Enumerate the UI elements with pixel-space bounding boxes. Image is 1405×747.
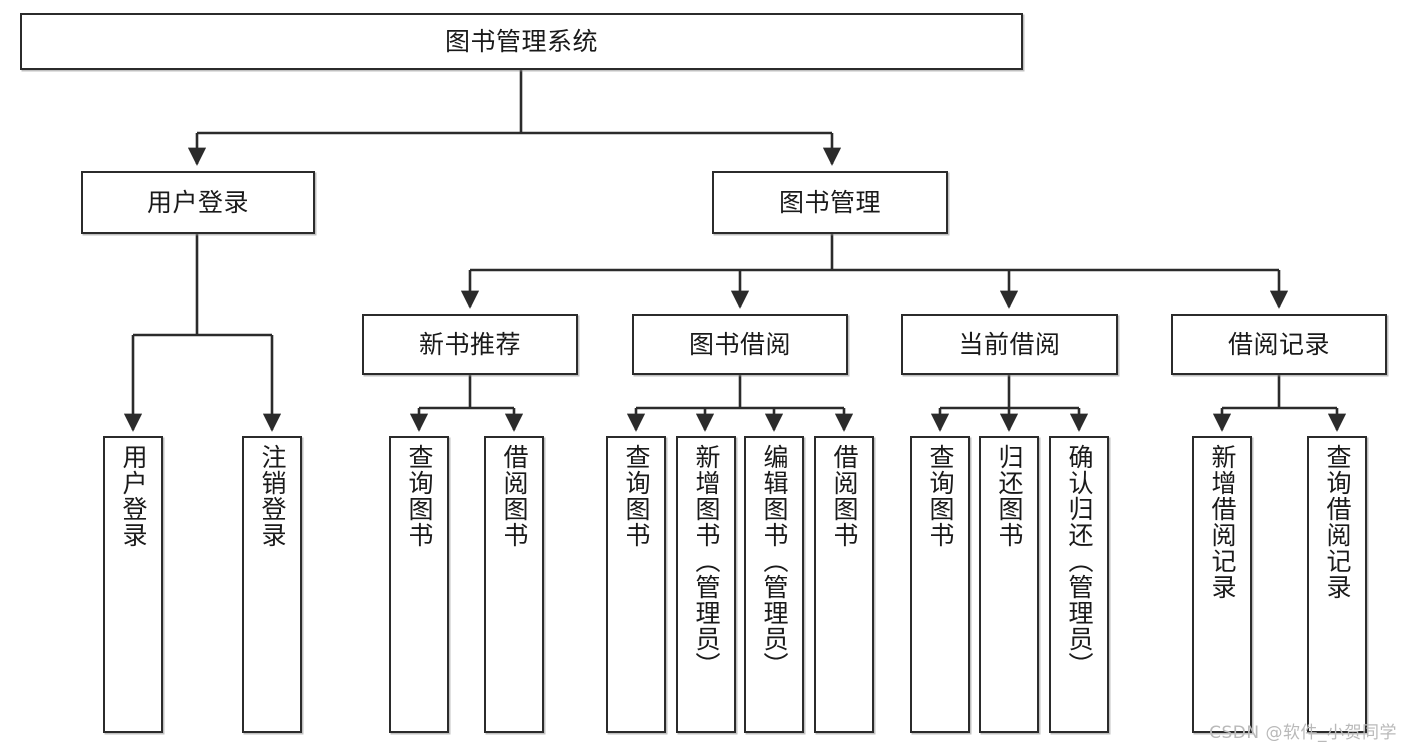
node-user-login[interactable]: 用户登录 (81, 171, 315, 234)
leaf-recommend-query-book[interactable]: 查询图书 (389, 436, 449, 733)
node-label: 确认归还（管理员） (1065, 444, 1094, 678)
node-label: 新增图书（管理员） (692, 444, 721, 678)
node-label: 编辑图书（管理员） (760, 444, 789, 678)
node-label: 借阅图书 (830, 444, 859, 548)
node-label: 查询图书 (926, 444, 955, 548)
node-book-borrow[interactable]: 图书借阅 (632, 314, 848, 375)
leaf-user-login-logout[interactable]: 注销登录 (242, 436, 302, 733)
node-borrow-record[interactable]: 借阅记录 (1171, 314, 1387, 375)
node-label: 图书管理 (778, 187, 881, 217)
leaf-borrow-borrow-book[interactable]: 借阅图书 (814, 436, 874, 733)
node-label: 注销登录 (258, 444, 287, 548)
node-label: 查询图书 (622, 444, 651, 548)
node-label: 归还图书 (995, 444, 1024, 548)
leaf-borrow-add-book[interactable]: 新增图书（管理员） (676, 436, 736, 733)
node-root-system[interactable]: 图书管理系统 (20, 13, 1023, 70)
node-label: 借阅记录 (1227, 329, 1330, 359)
node-label: 借阅图书 (500, 444, 529, 548)
leaf-borrow-query-book[interactable]: 查询图书 (606, 436, 666, 733)
watermark-text: CSDN @软件_小贺同学 (1209, 723, 1397, 743)
node-label: 查询图书 (405, 444, 434, 548)
node-label: 查询借阅记录 (1323, 444, 1352, 600)
leaf-current-query-book[interactable]: 查询图书 (910, 436, 970, 733)
node-label: 当前借阅 (958, 329, 1061, 359)
node-label: 用户登录 (119, 444, 148, 548)
node-label: 图书管理系统 (444, 26, 598, 56)
leaf-record-add-record[interactable]: 新增借阅记录 (1192, 436, 1252, 733)
leaf-current-confirm-return[interactable]: 确认归还（管理员） (1049, 436, 1109, 733)
leaf-current-return-book[interactable]: 归还图书 (979, 436, 1039, 733)
node-book-management[interactable]: 图书管理 (712, 171, 948, 234)
node-new-book-recommend[interactable]: 新书推荐 (362, 314, 578, 375)
node-label: 图书借阅 (688, 329, 791, 359)
leaf-record-query-record[interactable]: 查询借阅记录 (1307, 436, 1367, 733)
leaf-user-login-login[interactable]: 用户登录 (103, 436, 163, 733)
node-label: 新书推荐 (418, 329, 521, 359)
leaf-borrow-edit-book[interactable]: 编辑图书（管理员） (744, 436, 804, 733)
node-label: 用户登录 (146, 187, 249, 217)
node-current-borrow[interactable]: 当前借阅 (901, 314, 1118, 375)
leaf-recommend-borrow-book[interactable]: 借阅图书 (484, 436, 544, 733)
node-label: 新增借阅记录 (1208, 444, 1237, 600)
